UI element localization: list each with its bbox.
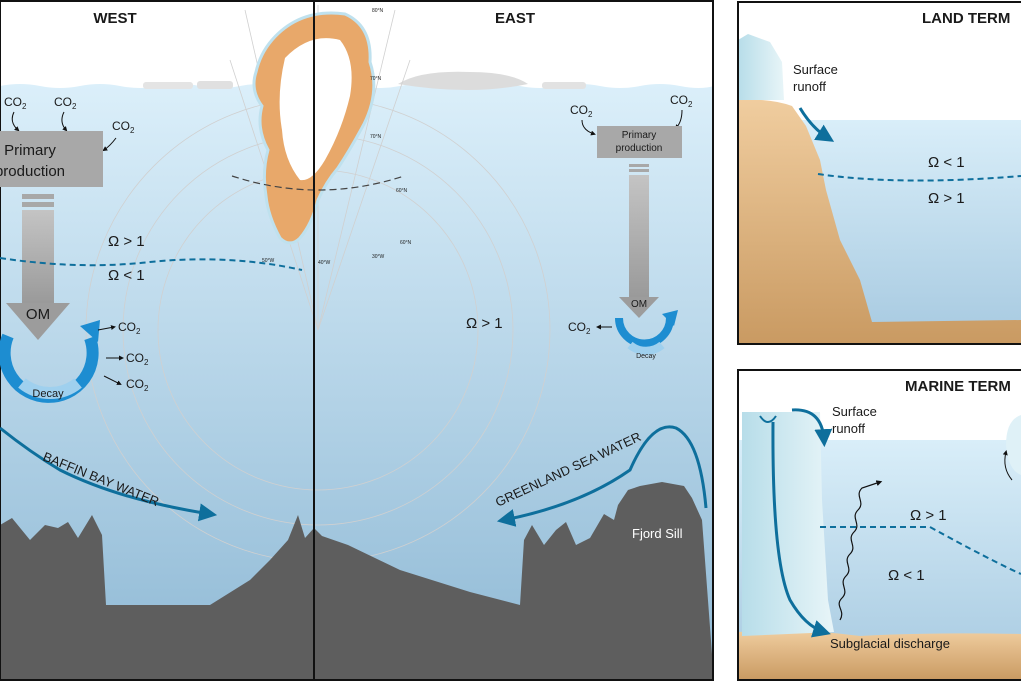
svg-text:CO2: CO2 (126, 377, 149, 393)
map-lat-label: 60°N (396, 188, 408, 194)
svg-text:CO2: CO2 (670, 93, 693, 109)
land-omega-lt: Ω < 1 (928, 154, 965, 171)
west-primary-production-box (0, 131, 103, 187)
svg-text:CO2: CO2 (112, 119, 135, 135)
land-runoff-label: Surface (793, 62, 838, 77)
west-omega-lt: Ω < 1 (108, 267, 145, 284)
marine-runoff-label: Surface (832, 404, 877, 419)
map-lat-label: 70°N (370, 134, 382, 140)
marine-omega-gt: Ω > 1 (910, 507, 947, 524)
marine-omega-horizon (820, 526, 1021, 575)
moulin-icon (759, 415, 777, 423)
subglacial-discharge-arrow (771, 421, 831, 638)
east-primary-production-label: production (616, 143, 663, 154)
east-omega-gt: Ω > 1 (466, 315, 503, 332)
map-lon-label: 40°W (318, 260, 331, 266)
land-bedrock (738, 99, 1021, 344)
plume-spiral (838, 480, 883, 621)
svg-text:CO2: CO2 (4, 95, 27, 111)
map-lon-label: 50°W (262, 258, 275, 264)
map-lon-label: 30°W (372, 254, 385, 260)
east-decay-label: Decay (636, 353, 656, 360)
land-title: LAND TERM (922, 10, 1010, 27)
seafloor (0, 482, 714, 681)
marine-title: MARINE TERM (905, 378, 1011, 395)
west-decay-co2: CO2 CO2 CO2 (97, 320, 149, 393)
map-lat-label: 60°N (400, 240, 412, 246)
land-glacier (738, 34, 784, 100)
east-om-flux-arrow (619, 164, 659, 318)
fjord-sill-label: Fjord Sill (632, 526, 683, 541)
greenland-sea-water-arrow (496, 425, 708, 527)
land-terminating-panel: LAND TERM Surface runoff Ω < 1 Ω > 1 (737, 1, 1021, 345)
svg-text:CO2: CO2 (54, 95, 77, 111)
east-decay-cycle (615, 310, 678, 355)
svg-text:CO2: CO2 (570, 103, 593, 119)
west-co2-inputs: CO2 CO2 CO2 (4, 95, 135, 152)
iceberg (1006, 415, 1021, 475)
west-decay-label: Decay (32, 388, 64, 400)
west-primary-production-label: Primary (4, 142, 56, 159)
west-om-flux-arrow (6, 194, 70, 340)
east-decay-co2: CO2 (568, 320, 591, 336)
land-omega-horizon (817, 173, 1021, 182)
marine-runoff-arrow (791, 408, 833, 448)
map-lat-label: 80°N (372, 8, 384, 14)
main-panel: 80°N 70°N 70°N 60°N 60°N 50°W 40°W 30°W … (0, 0, 714, 681)
subglacial-discharge-label: Subglacial discharge (830, 636, 950, 651)
main-frame (0, 0, 714, 681)
map-lat-label: 70°N (370, 76, 382, 82)
sea-ice (143, 71, 586, 90)
marine-terminating-panel: MARINE TERM Surface runoff Ω > 1 Ω < 1 S… (737, 369, 1021, 681)
marine-seafloor (738, 630, 1021, 680)
east-co2-inputs: CO2 CO2 (570, 93, 693, 136)
land-runoff-arrow (798, 107, 835, 142)
marine-omega-lt: Ω < 1 (888, 567, 925, 584)
west-title: WEST (93, 10, 136, 27)
west-omega-gt: Ω > 1 (108, 233, 145, 250)
baffin-bay-water-arrow (0, 426, 218, 522)
marine-runoff-label: runoff (832, 421, 865, 436)
west-om-label: OM (26, 306, 50, 323)
svg-text:CO2: CO2 (118, 320, 141, 336)
east-title: EAST (495, 10, 535, 27)
svg-text:CO2: CO2 (126, 351, 149, 367)
west-omega-horizon (0, 257, 303, 271)
east-primary-production-box (597, 126, 682, 158)
land-runoff-label: runoff (793, 79, 826, 94)
east-om-label: OM (631, 299, 647, 310)
marine-glacier (742, 412, 834, 636)
land-omega-gt: Ω > 1 (928, 190, 965, 207)
east-primary-production-label: Primary (622, 130, 656, 141)
west-decay-cycle (0, 320, 100, 403)
west-primary-production-label: production (0, 163, 65, 180)
